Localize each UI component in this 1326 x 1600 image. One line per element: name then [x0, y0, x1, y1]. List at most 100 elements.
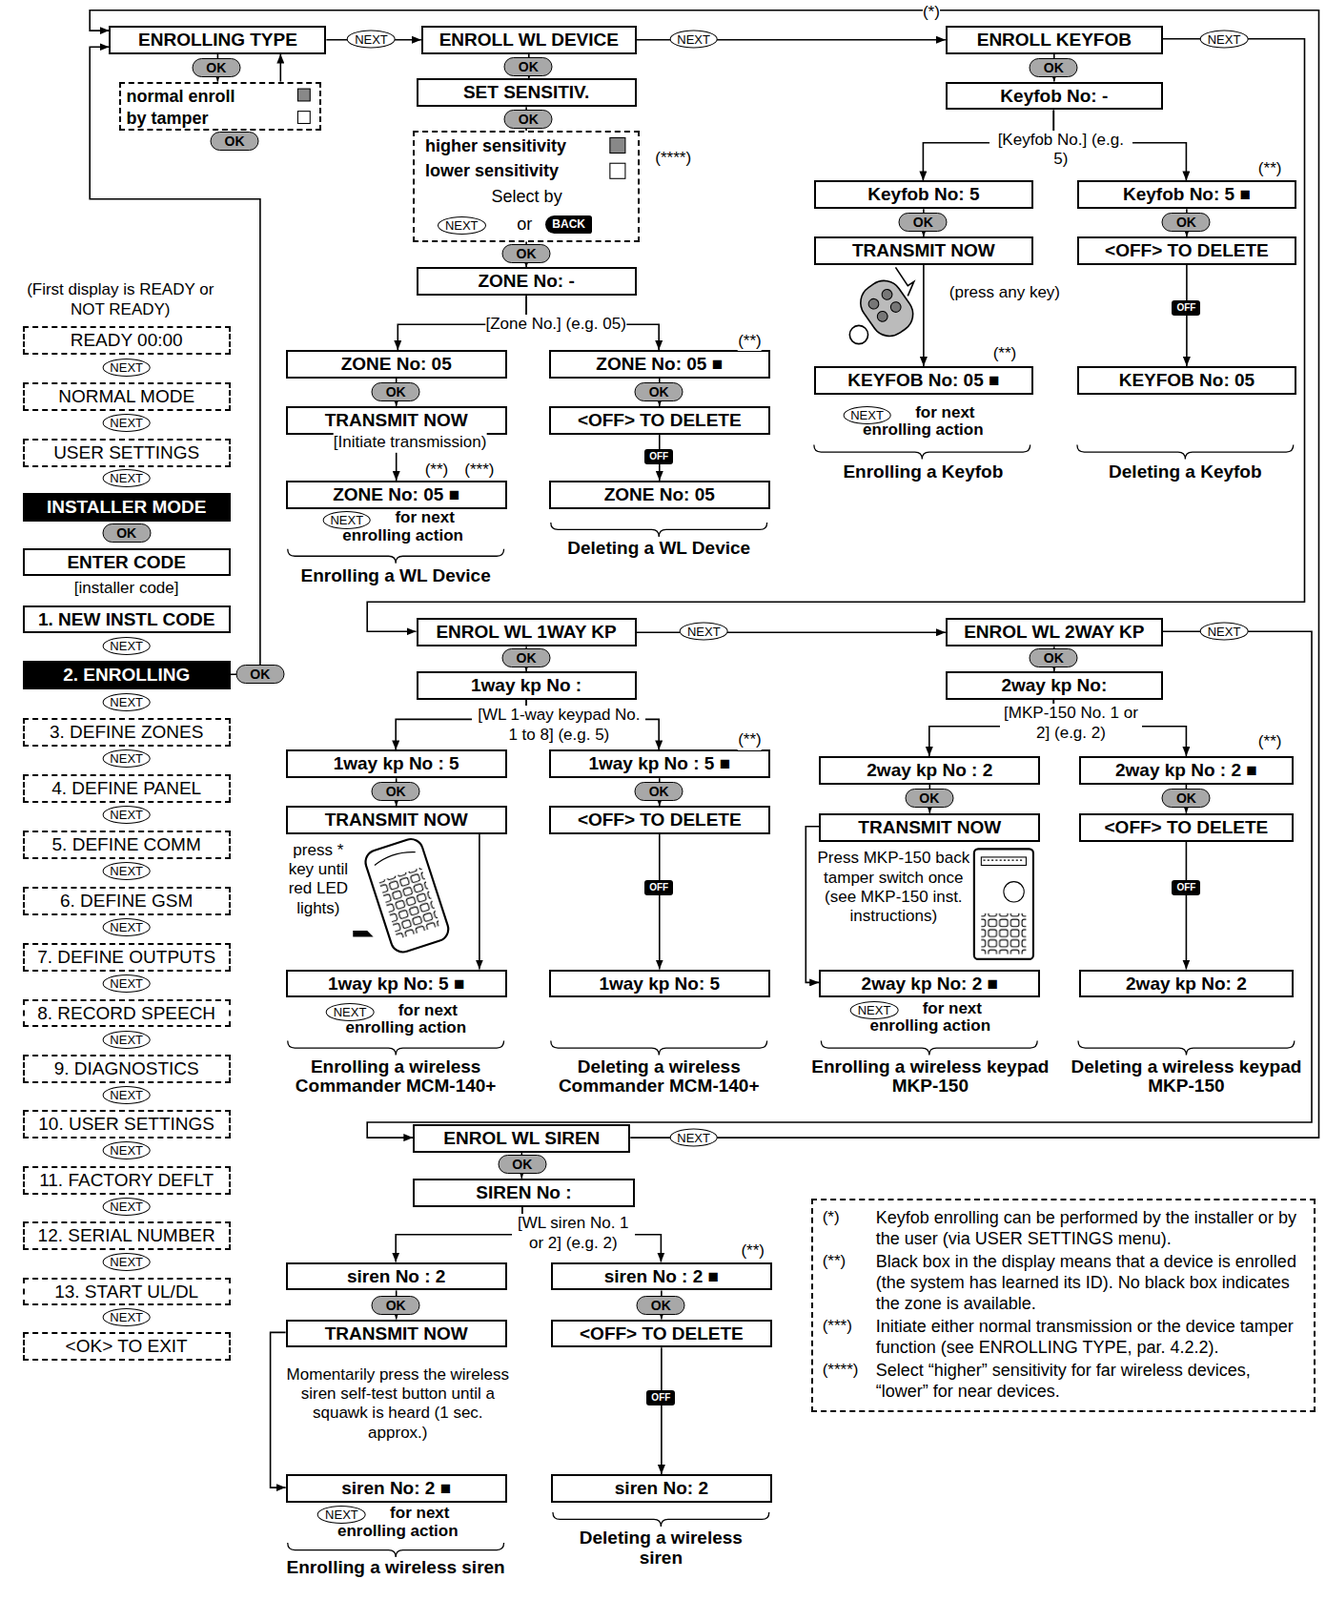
box-text: siren No : 2 ■	[604, 1265, 719, 1287]
box-text: lower sensitivity	[425, 161, 559, 182]
ok-button: OK	[904, 788, 954, 808]
box-text: READY 00:00	[70, 329, 184, 351]
box-text: Initiate either normal transmission or t…	[876, 1316, 1306, 1358]
display-box: ENROL WL 1WAY KP	[416, 617, 637, 647]
next-button: NEXT	[102, 636, 151, 655]
box-text: NORMAL MODE	[58, 386, 195, 408]
caption: Deleting a wireless keypad MKP-150	[1063, 1057, 1309, 1098]
box-text: NEXT	[437, 216, 487, 235]
display-box: Keyfob No: 5 ■	[1077, 180, 1297, 209]
box-text: Keyfob No: 5 ■	[1122, 183, 1251, 205]
ok-button: OK	[371, 382, 421, 402]
next-button: NEXT	[102, 469, 151, 488]
display-box: 10. USER SETTINGS	[22, 1109, 231, 1139]
checkbox-on	[610, 137, 626, 153]
box-text: 2way kp No: 2 ■	[861, 973, 999, 995]
box-text: 12. SERIAL NUMBER	[38, 1224, 216, 1246]
box-text: Keyfob enrolling can be performed by the…	[876, 1207, 1306, 1249]
display-box: siren No : 2	[285, 1262, 508, 1291]
commander-keypad-drawing	[362, 836, 451, 956]
display-box: 12. SERIAL NUMBER	[22, 1221, 231, 1250]
display-box: 3. DEFINE ZONES	[22, 717, 231, 747]
caption: Deleting a wireless Commander MCM-140+	[530, 1057, 787, 1098]
off-button: OFF	[646, 1389, 675, 1406]
display-box: 13. START UL/DL	[22, 1277, 231, 1306]
box-text: (****)	[822, 1360, 873, 1380]
display-box: USER SETTINGS	[22, 438, 231, 468]
note-text: press * key until red LED lights)	[280, 840, 357, 919]
display-box: TRANSMIT NOW	[818, 813, 1041, 842]
display-box: <OFF> TO DELETE	[1077, 236, 1297, 266]
note-text: (First display is READY or NOT READY)	[8, 280, 233, 320]
display-box: TRANSMIT NOW	[285, 805, 508, 835]
box-text: 1way kp No : 5 ■	[588, 753, 731, 775]
ok-button: OK	[1029, 648, 1079, 668]
display-box: <OFF> TO DELETE	[549, 805, 771, 835]
flow-arrow	[478, 834, 481, 969]
box-text: Black box in the display means that a de…	[876, 1251, 1306, 1314]
ok-button: OK	[1029, 58, 1079, 78]
off-button: OFF	[1171, 300, 1201, 316]
next-button: NEXT	[669, 1128, 718, 1147]
display-box: normal enrollby tamper	[119, 81, 322, 131]
ok-button: OK	[102, 523, 151, 543]
display-box: TRANSMIT NOW	[814, 236, 1034, 266]
box-text: (***)	[822, 1316, 873, 1336]
box-text: <OFF> TO DELETE	[1104, 240, 1269, 262]
note-text: (**)	[993, 344, 1018, 364]
display-box: Keyfob No: -	[945, 81, 1163, 111]
next-button: NEXT	[102, 1030, 151, 1049]
display-box: ZONE No: 05	[285, 349, 508, 379]
flow-arrow	[367, 39, 1305, 633]
caption: Deleting a WL Device	[567, 538, 751, 559]
box-text: 2way kp No : 2	[866, 759, 993, 781]
note-text: (**)	[425, 460, 449, 480]
display-box: TRANSMIT NOW	[285, 1319, 508, 1348]
off-button: OFF	[644, 448, 674, 465]
note-text: (**)	[737, 331, 762, 351]
box-text: TRANSMIT NOW	[852, 240, 996, 262]
display-box: ZONE No: 05 ■	[549, 349, 771, 379]
box-text: ENROLL KEYFOB	[977, 29, 1132, 51]
caption: Enrolling a wireless siren	[286, 1557, 506, 1578]
ok-button: OK	[497, 1154, 547, 1174]
display-box: ENROLL KEYFOB	[945, 25, 1163, 55]
next-button: NEXT	[1200, 29, 1249, 48]
box-text: 11. FACTORY DEFLT	[39, 1169, 214, 1191]
display-box: 7. DEFINE OUTPUTS	[22, 942, 231, 972]
ok-button: OK	[502, 648, 551, 668]
box-text: ZONE No: 05 ■	[595, 353, 723, 375]
caption: Enrolling a Keyfob	[842, 462, 1003, 483]
caption: Deleting a Keyfob	[1108, 462, 1262, 483]
box-text: ENROL WL 2WAY KP	[963, 621, 1144, 643]
note-text: [Initiate transmission)	[333, 432, 488, 452]
finger	[352, 930, 373, 937]
box-text: TRANSMIT NOW	[857, 816, 1001, 838]
box-text: Select by	[491, 186, 563, 207]
display-box: 1. NEW INSTL CODE	[22, 605, 231, 634]
note-text: for next enrolling action	[843, 999, 1018, 1036]
display-box: 5. DEFINE COMM	[22, 830, 231, 859]
box-text: ZONE No: 05 ■	[332, 484, 460, 506]
next-button: NEXT	[102, 974, 151, 993]
off-button: OFF	[644, 879, 674, 896]
display-box: ZONE No: 05	[549, 480, 771, 510]
box-text: 2way kp No: 2	[1125, 973, 1247, 995]
box-text: 1way kp No: 5	[598, 973, 720, 995]
display-box: KEYFOB No: 05 ■	[814, 366, 1034, 395]
box-text: 5. DEFINE COMM	[52, 834, 202, 856]
checkbox-off	[610, 163, 626, 179]
box-text: Select “higher” sensitivity for far wire…	[876, 1360, 1306, 1402]
next-button: NEXT	[102, 1085, 151, 1104]
next-button: NEXT	[679, 622, 729, 641]
display-box: 1way kp No: 5	[549, 969, 771, 999]
box-text: 6. DEFINE GSM	[60, 890, 193, 912]
box-text: SIREN No :	[475, 1182, 572, 1204]
note-text: [Keyfob No.] (e.g. 5)	[989, 130, 1133, 170]
caption: Enrolling a WL Device	[301, 566, 491, 587]
note-text: (****)	[654, 148, 692, 168]
box-text: <OFF> TO DELETE	[577, 809, 742, 831]
ok-button: OK	[1162, 788, 1211, 808]
next-button: NEXT	[850, 1000, 899, 1020]
